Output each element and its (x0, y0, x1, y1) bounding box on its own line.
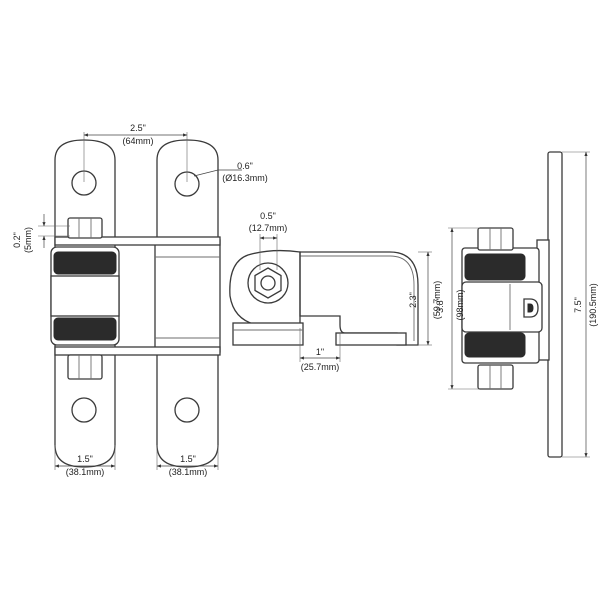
bolt-center (260, 275, 276, 291)
elbow-body (299, 251, 419, 346)
nut-offset-inch: 0.2" (12, 232, 22, 248)
right-plate-width-metric: (38.1mm) (169, 467, 208, 477)
end-bottom-nut (477, 364, 514, 390)
bolt-size-metric: (12.7mm) (249, 223, 288, 233)
foot-length-inch: 1" (316, 347, 324, 357)
bolt-hex (254, 267, 282, 299)
left-plate-bottom-hole (71, 397, 97, 423)
foot-length-metric: (25.7mm) (301, 362, 340, 372)
hole-diameter-inch: 0.6" (237, 161, 253, 171)
dimension-lines (38, 132, 590, 470)
end-view (461, 151, 563, 458)
elbow-flange (335, 332, 407, 346)
plate-spacing-inch: 2.5" (130, 123, 146, 133)
top-bar (54, 236, 221, 246)
logo-d-icon (523, 298, 539, 318)
dimension-labels: 2.5" (64mm) 0.6" (Ø16.3mm) 0.2" (5mm) 1.… (12, 123, 598, 477)
end-base-plate (547, 151, 563, 458)
side-view (229, 249, 419, 346)
bolt-size-inch: 0.5" (260, 211, 276, 221)
right-plate-width-inch: 1.5" (180, 454, 196, 464)
bottom-bar (54, 346, 221, 356)
center-knuckle (154, 239, 221, 353)
side-height-metric: (59.7mm) (432, 281, 442, 320)
left-plate-width-inch: 1.5" (77, 454, 93, 464)
top-nut (67, 217, 103, 239)
overall-length-metric: (190.5mm) (588, 283, 598, 327)
mount-foot (232, 322, 304, 346)
nut-offset-metric: (5mm) (23, 227, 33, 253)
end-spring-cylinder (461, 281, 543, 333)
right-plate-bottom-hole (174, 397, 200, 423)
side-height-inch: 2.3" (408, 292, 418, 308)
body-height-inch: 3.8" (435, 297, 445, 313)
hole-diameter-metric: (Ø16.3mm) (222, 173, 268, 183)
plate-spacing-metric: (64mm) (123, 136, 154, 146)
end-top-nut (477, 227, 514, 251)
mount-ring (229, 249, 301, 327)
left-plate-width-metric: (38.1mm) (66, 467, 105, 477)
bolt-ring (247, 262, 289, 304)
overall-length-inch: 7.5" (573, 297, 583, 313)
bottom-nut (67, 354, 103, 380)
body-height-metric: (98mm) (455, 289, 465, 320)
front-view (50, 139, 221, 468)
